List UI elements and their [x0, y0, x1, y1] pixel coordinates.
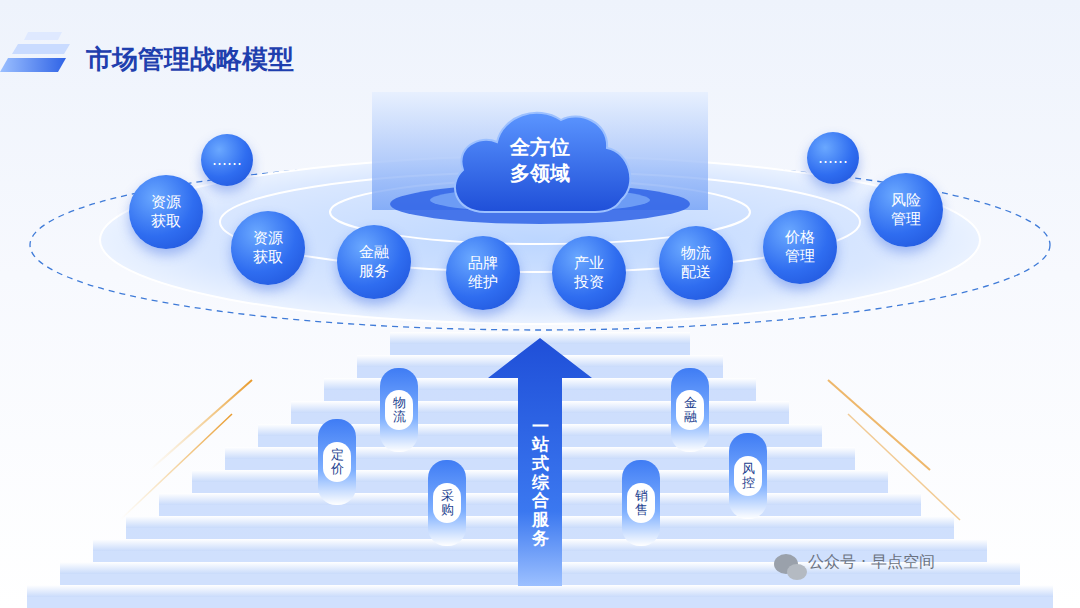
circle-text: 物流 配送 — [679, 244, 714, 282]
circle-text: 价格 管理 — [783, 228, 818, 266]
circle-text: …… — [210, 151, 245, 170]
circle-node: 风险 管理 — [869, 173, 943, 247]
title: 市场管理战略模型 — [86, 42, 294, 77]
circle-node: 金融 服务 — [337, 225, 411, 299]
pill-inner: 金融 — [676, 390, 704, 431]
stair-step — [27, 585, 1053, 597]
pill-inner: 物流 — [385, 390, 413, 431]
cloud-shape — [445, 104, 635, 216]
stair-riser — [27, 597, 1053, 608]
pill-node: 风控 — [729, 433, 767, 519]
circle-text: 产业 投资 — [572, 254, 607, 292]
pill-node: 金融 — [671, 368, 709, 452]
pill-inner: 销售 — [627, 483, 655, 524]
pill-text: 销售 — [635, 489, 648, 518]
pill-node: 物流 — [380, 368, 418, 452]
ellipsis-circle: …… — [201, 134, 253, 186]
pill-inner: 风控 — [734, 456, 762, 497]
cloud-node: 全方位 多领域 — [445, 104, 635, 216]
title-icon — [0, 32, 70, 72]
circle-text: 资源 获取 — [251, 229, 286, 267]
circle-node: 品牌 维护 — [446, 236, 520, 310]
pill-text: 采购 — [441, 489, 454, 518]
circle-node: 价格 管理 — [763, 210, 837, 284]
circle-node: 物流 配送 — [659, 226, 733, 300]
circle-node: 资源 获取 — [231, 211, 305, 285]
pill-node: 定价 — [318, 419, 356, 505]
pill-text: 物流 — [393, 396, 406, 425]
watermark-icon — [774, 554, 807, 580]
arrow-node: 一站式综合服务 — [488, 338, 592, 586]
stairs — [27, 332, 1053, 608]
cloud-text: 全方位 多领域 — [507, 134, 573, 186]
pill-node: 销售 — [622, 460, 660, 546]
pill-node: 采购 — [428, 460, 466, 546]
pill-text: 定价 — [331, 448, 344, 477]
pill-inner: 采购 — [433, 483, 461, 524]
circle-text: 风险 管理 — [889, 191, 924, 229]
circle-node: 产业 投资 — [552, 236, 626, 310]
circle-node: 资源 获取 — [129, 175, 203, 249]
circle-text: 金融 服务 — [357, 243, 392, 281]
circle-text: …… — [816, 149, 851, 168]
pill-text: 金融 — [684, 396, 697, 425]
pill-text: 风控 — [742, 462, 755, 491]
arrow-text: 一站式综合服务 — [532, 417, 549, 548]
circle-text: 品牌 维护 — [466, 254, 501, 292]
pill-inner: 定价 — [323, 442, 351, 483]
ellipsis-circle: …… — [807, 132, 859, 184]
circle-text: 资源 获取 — [149, 193, 184, 231]
watermark: 公众号 · 早点空间 — [808, 552, 935, 573]
